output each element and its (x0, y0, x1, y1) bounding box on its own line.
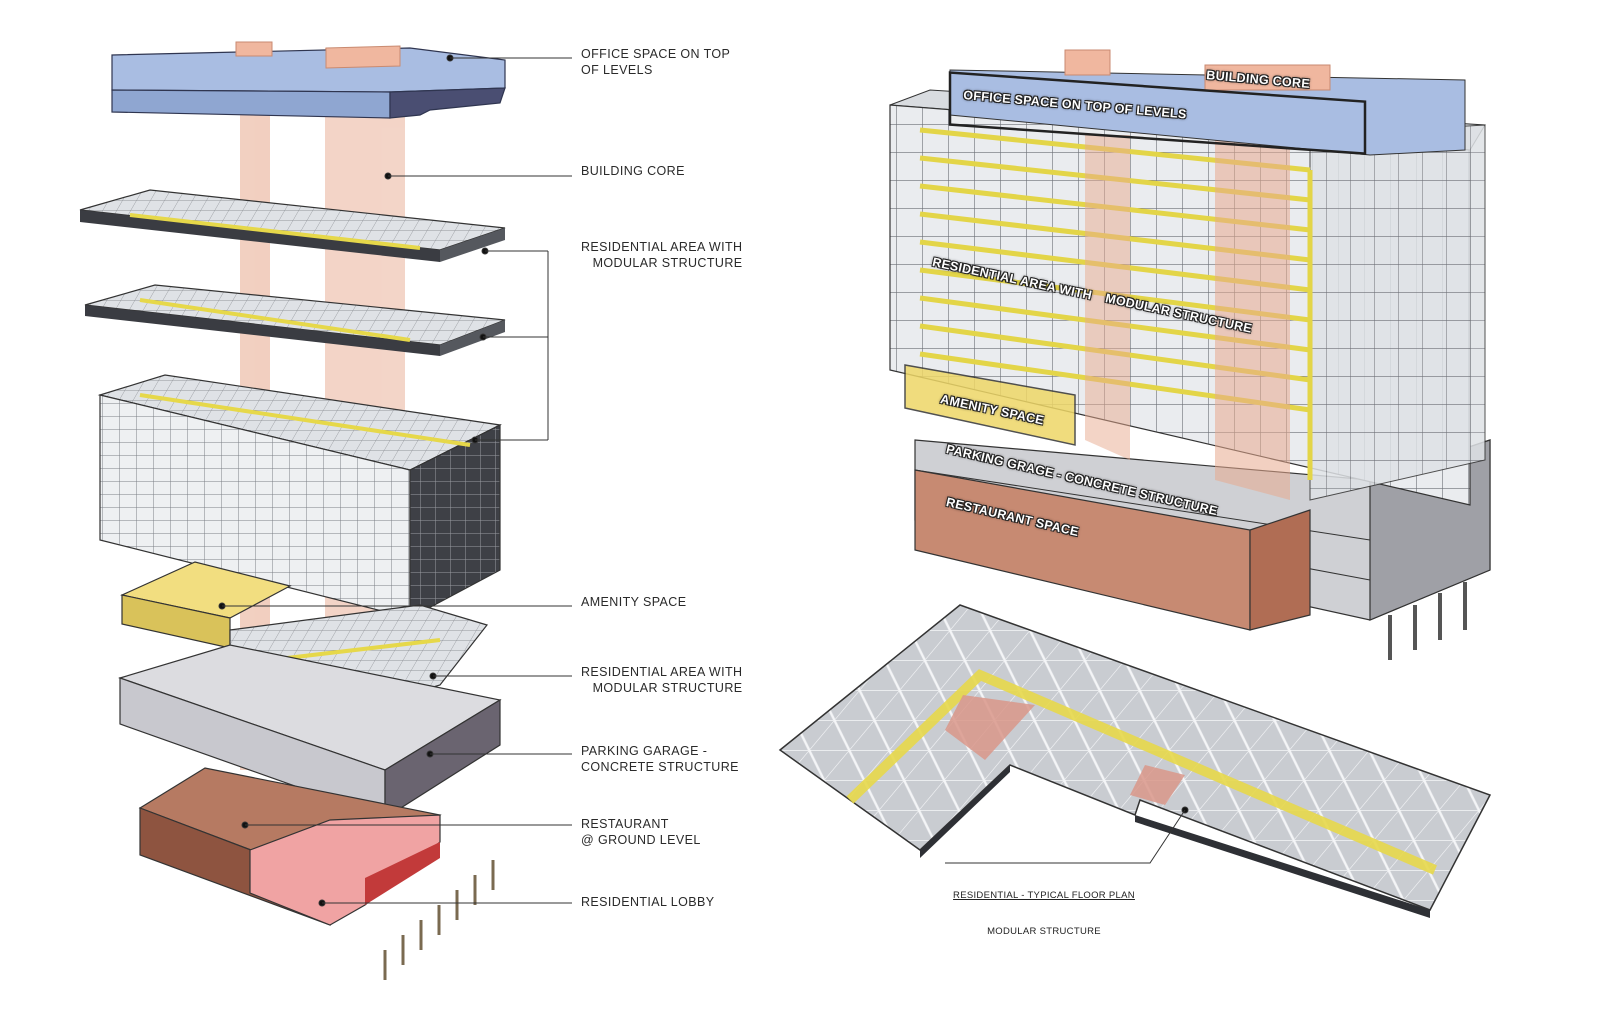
label-office-space: OFFICE SPACE ON TOP OF LEVELS (581, 47, 731, 77)
tower-office (948, 49, 1466, 156)
label-residential-lobby: RESIDENTIAL LOBBY (581, 895, 715, 909)
residential-block-main (97, 374, 502, 619)
label-residential-lower: RESIDENTIAL AREA WITH MODULAR STRUCTURE (581, 665, 743, 695)
plan-caption-line-1: RESIDENTIAL - TYPICAL FLOOR PLAN (953, 890, 1135, 901)
tower-residential (889, 89, 1486, 506)
floor-plan-slab (778, 604, 1492, 918)
assembled-tower (889, 49, 1491, 660)
label-parking-garage: PARKING GARAGE - CONCRETE STRUCTURE (581, 744, 739, 774)
typical-floor-plan (778, 604, 1492, 918)
foundation-piles (383, 860, 495, 980)
tower-amenity (904, 364, 1076, 446)
plan-caption: RESIDENTIAL - TYPICAL FLOOR PLAN MODULAR… (946, 866, 1142, 962)
label-amenity-space: AMENITY SPACE (581, 595, 687, 609)
exploded-axonometric (79, 41, 572, 980)
office-block (111, 41, 506, 119)
parking-block (118, 644, 502, 820)
restaurant-block (138, 767, 442, 926)
label-building-core: BUILDING CORE (581, 164, 685, 178)
label-restaurant: RESTAURANT @ GROUND LEVEL (581, 817, 701, 847)
residential-deck-2 (84, 284, 506, 356)
tower-restaurant (914, 469, 1311, 631)
residential-deck-1 (79, 189, 506, 262)
leader-lines (218, 54, 572, 907)
label-residential-upper: RESIDENTIAL AREA WITH MODULAR STRUCTURE (581, 240, 743, 270)
plan-leader (945, 806, 1189, 864)
plan-caption-line-2: MODULAR STRUCTURE (987, 926, 1101, 937)
